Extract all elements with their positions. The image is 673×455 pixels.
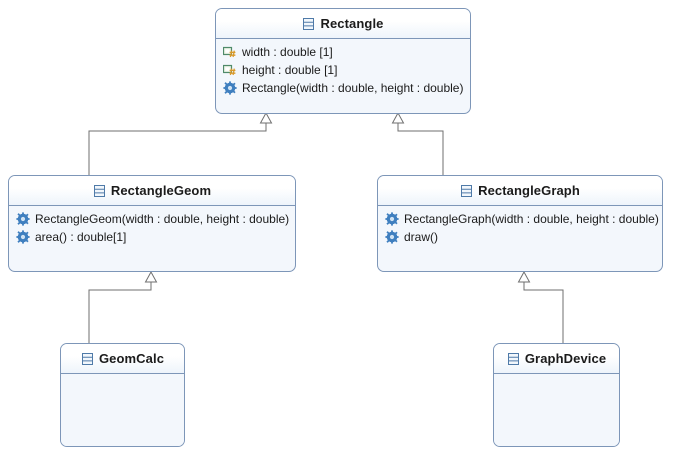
uml-class-icon xyxy=(507,352,520,366)
class-name-geomcalc: GeomCalc xyxy=(98,351,165,366)
attribute-label: width : double [1] xyxy=(242,45,333,59)
uml-class-icon xyxy=(93,184,106,198)
attribute-icon xyxy=(223,64,237,77)
generalization-arrowhead xyxy=(517,270,531,283)
class-operation[interactable]: draw() xyxy=(378,228,662,246)
operation-label: RectangleGeom(width : double, height : d… xyxy=(35,212,290,226)
class-features-rectangle: width : double [1] height xyxy=(216,39,470,101)
class-features-rectanglegeom: RectangleGeom(width : double, height : d… xyxy=(9,206,295,250)
attribute-label: height : double [1] xyxy=(242,63,338,77)
class-features-geomcalc xyxy=(61,374,184,446)
class-operation[interactable]: RectangleGeom(width : double, height : d… xyxy=(9,210,295,228)
class-box-rectanglegeom[interactable]: RectangleGeom xyxy=(8,175,296,272)
class-name-rectangle: Rectangle xyxy=(320,16,384,31)
generalization-graphdevice-to-rectanglegraph xyxy=(523,281,564,343)
operation-label: RectangleGraph(width : double, height : … xyxy=(404,212,659,226)
class-header-rectanglegraph[interactable]: RectangleGraph xyxy=(378,176,662,206)
class-name-rectanglegraph: RectangleGraph xyxy=(478,183,580,198)
class-attribute[interactable]: height : double [1] xyxy=(216,61,470,79)
class-header-graphdevice[interactable]: GraphDevice xyxy=(494,344,619,374)
class-operation[interactable]: Rectangle(width : double, height : doubl… xyxy=(216,79,470,97)
generalization-arrowhead xyxy=(144,270,158,283)
class-name-graphdevice: GraphDevice xyxy=(524,351,607,366)
operation-icon xyxy=(385,230,399,244)
operation-label: area() : double[1] xyxy=(35,230,127,244)
operation-icon xyxy=(385,212,399,226)
generalization-arrowhead xyxy=(391,111,405,124)
attribute-icon xyxy=(223,46,237,59)
uml-class-icon xyxy=(81,352,94,366)
class-box-rectanglegraph[interactable]: RectangleGraph xyxy=(377,175,663,272)
operation-label: draw() xyxy=(404,230,439,244)
class-attribute[interactable]: width : double [1] xyxy=(216,43,470,61)
operation-icon xyxy=(16,212,30,226)
uml-class-icon xyxy=(302,17,315,31)
class-name-rectanglegeom: RectangleGeom xyxy=(110,183,212,198)
uml-class-icon xyxy=(460,184,473,198)
generalization-rectanglegeom-to-rectangle xyxy=(88,122,267,175)
operation-icon xyxy=(223,81,237,95)
operation-label: Rectangle(width : double, height : doubl… xyxy=(242,81,464,95)
operation-icon xyxy=(16,230,30,244)
class-header-geomcalc[interactable]: GeomCalc xyxy=(61,344,184,374)
generalization-arrowhead xyxy=(259,111,273,124)
class-header-rectangle[interactable]: Rectangle xyxy=(216,9,470,39)
generalization-geomcalc-to-rectanglegeom xyxy=(88,281,152,343)
class-features-rectanglegraph: RectangleGraph(width : double, height : … xyxy=(378,206,662,250)
class-header-rectanglegeom[interactable]: RectangleGeom xyxy=(9,176,295,206)
generalization-rectanglegraph-to-rectangle xyxy=(397,122,444,175)
class-features-graphdevice xyxy=(494,374,619,446)
class-box-graphdevice[interactable]: GraphDevice xyxy=(493,343,620,447)
class-operation[interactable]: area() : double[1] xyxy=(9,228,295,246)
class-operation[interactable]: RectangleGraph(width : double, height : … xyxy=(378,210,662,228)
class-box-rectangle[interactable]: Rectangle width : doub xyxy=(215,8,471,114)
class-box-geomcalc[interactable]: GeomCalc xyxy=(60,343,185,447)
